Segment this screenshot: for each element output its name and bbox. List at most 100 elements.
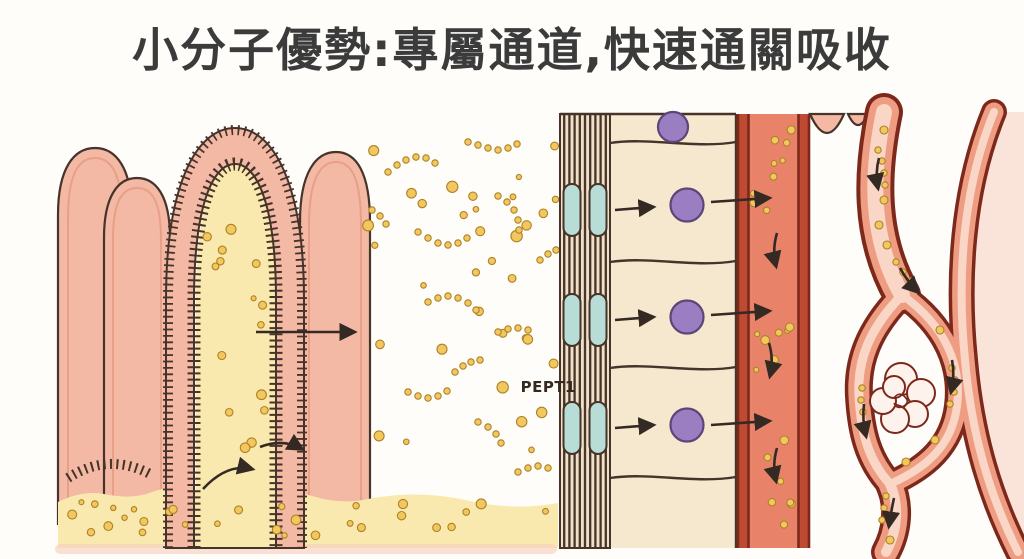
molecule-dot <box>121 514 128 521</box>
vessel-flow-arrow-3 <box>945 359 964 396</box>
channel-arrow-2 <box>614 309 657 328</box>
molecule-dot <box>110 504 117 512</box>
molecule-dot <box>436 343 448 355</box>
molecule-dot <box>521 220 532 231</box>
molecule-dot <box>782 138 791 147</box>
molecule-dot <box>509 193 517 201</box>
molecule-dot <box>496 381 509 394</box>
molecule-dot <box>770 159 778 167</box>
molecule-dot <box>538 208 549 219</box>
molecule-dot <box>874 146 882 154</box>
molecules-free <box>362 138 560 476</box>
molecule-dot <box>492 430 500 438</box>
molecule-dot <box>548 358 559 369</box>
cell-to-vessel-arrow-1 <box>710 189 773 209</box>
molecule-dot <box>536 256 544 264</box>
cell-nucleus-1 <box>669 187 705 223</box>
molecule-dot <box>767 497 777 507</box>
molecule-dot <box>522 334 534 345</box>
molecule-dot <box>515 173 523 181</box>
lumen-arrow-1 <box>202 456 256 490</box>
molecule-dot <box>402 156 410 164</box>
molecule-dot <box>90 500 99 508</box>
molecule-dot <box>375 339 385 350</box>
molecule-dot <box>476 356 484 364</box>
molecule-dot <box>779 435 790 446</box>
molecule-dot <box>544 250 552 258</box>
molecule-dot <box>786 498 795 507</box>
vessel-flow-arrow-4 <box>853 403 872 440</box>
epithelial-cells <box>610 114 736 548</box>
pept1-label: PEPT1 <box>521 378 576 396</box>
bottom-pink-wash <box>55 544 557 554</box>
molecule-dot <box>858 384 866 392</box>
molecule-dot <box>474 418 482 426</box>
molecule-dot <box>352 501 360 510</box>
molecule-dot <box>494 192 502 200</box>
cell-nucleus-3 <box>669 407 705 443</box>
villus-right <box>298 150 372 525</box>
molecule-dot <box>417 198 427 209</box>
molecule-dot <box>424 298 432 306</box>
molecule-dot <box>406 187 417 199</box>
molecule-dot <box>454 294 462 302</box>
molecule-dot <box>216 256 225 266</box>
molecule-dot <box>467 358 475 366</box>
brush-border-pool <box>65 459 153 483</box>
molecule-dot <box>103 521 114 532</box>
molecule-dot <box>507 273 517 283</box>
molecule-dot <box>257 320 265 329</box>
molecule-dot <box>168 504 178 515</box>
molecule-dot <box>446 180 459 193</box>
cell-to-vessel-arrow-2 <box>710 302 773 322</box>
molecule-dot <box>234 505 244 515</box>
molecule-dot <box>542 507 549 515</box>
molecule-dot <box>373 430 385 442</box>
molecule-dot <box>504 144 512 152</box>
molecule-dot <box>878 516 886 524</box>
molecule-dot <box>420 282 427 289</box>
molecule-dot <box>432 523 442 533</box>
cell-separator-2 <box>609 259 737 265</box>
brush-border-outer <box>163 124 307 548</box>
molecule-dot <box>468 191 478 201</box>
molecule-dot <box>779 157 786 164</box>
villi-group <box>56 146 372 525</box>
cell-separator-3 <box>609 365 737 371</box>
molecules-in-lumen <box>67 498 549 541</box>
molecule-dot <box>202 232 212 242</box>
pept1-channel-1 <box>562 183 608 237</box>
lumen-pool <box>58 487 558 548</box>
molecule-dot <box>463 234 471 242</box>
molecule-dot <box>494 146 502 154</box>
molecule-dot <box>462 508 471 516</box>
molecule-dot <box>368 206 376 214</box>
molecule-dot <box>447 522 456 532</box>
molecule-dot <box>393 161 401 169</box>
molecule-dot <box>544 464 552 472</box>
molecule-dot <box>443 387 451 395</box>
molecule-dot <box>258 300 268 310</box>
capillary-wall-left <box>737 114 748 548</box>
molecule-dot <box>484 144 492 152</box>
molecule-dot <box>278 502 286 511</box>
molecule-dot <box>368 145 380 157</box>
molecule-dot <box>260 405 269 415</box>
vessel-flow-arrow-5 <box>882 497 901 530</box>
molecule-dot <box>454 239 462 247</box>
molecule-dot <box>472 205 480 213</box>
molecule-dot <box>271 524 282 535</box>
molecule-dot <box>881 181 889 189</box>
molecule-dot <box>885 535 895 545</box>
molecule-dot <box>444 241 452 249</box>
molecule-dot <box>935 325 945 335</box>
molecule-dot <box>86 527 96 537</box>
molecule-dot <box>464 138 472 146</box>
molecule-dot <box>779 520 789 529</box>
molecule-dot <box>444 292 452 300</box>
capillary-wall-right <box>798 114 809 548</box>
molecules-in-villus <box>202 223 269 454</box>
molecule-dot <box>422 154 430 162</box>
molecule-dot <box>431 159 439 167</box>
